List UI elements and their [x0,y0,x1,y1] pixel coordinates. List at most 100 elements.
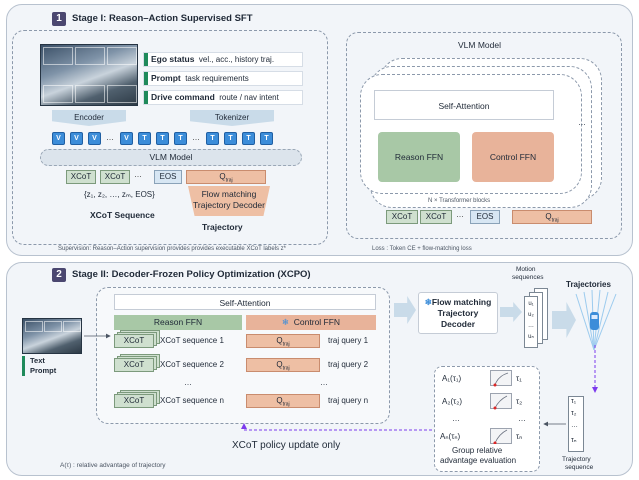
xcot-token-1: XCoT [66,170,96,184]
reason-ffn-box: Reason FFN [378,132,460,182]
row-n-query: traj query n [328,396,369,405]
tau-2: τ₂ [516,397,523,406]
plot-2 [490,393,512,409]
vlm-panel-title: VLM Model [458,40,501,50]
blocks-note: N × Transformer blocks [428,198,491,204]
motion-sequences-label-2: sequences [512,274,544,281]
vlm-model-bar: VLM Model [40,149,302,166]
advantage-legend: A(τ) : relative advantage of trajectory [60,462,166,469]
traj-seq-ellipsis: … [571,422,578,429]
encoder-banner: Encoder [52,110,126,126]
token-t-3: T [174,132,187,145]
row-1-seq: XCoT sequence 1 [160,336,224,345]
adv-n: Aₙ(τₙ) [440,432,461,441]
q-traj-token: Qtraj [186,170,266,184]
traj-seq-label-2: sequence [565,464,594,471]
stage2-camera-image [22,318,82,354]
adv-1: A₁(τ₁) [442,374,462,383]
vlm-xcot-1: XCoT [386,210,418,224]
trajectory-label: Trajectory [202,222,243,232]
sequence-math: {z₁, z₂, …, zₘ, EOS} [84,190,155,199]
token-ellipsis-2: … [192,133,200,142]
snowflake-icon: ❄ [281,317,290,327]
token-ellipsis-1: … [106,133,114,142]
vlm-xcot-2: XCoT [420,210,452,224]
supervision-note: Supervision: Reason–Action supervision p… [58,246,287,252]
token-t-2: T [156,132,169,145]
row-1-q: Qtraj [246,334,320,348]
loss-note: Loss : Token CE + flow-matching loss [372,246,472,252]
row-1-query: traj query 1 [328,336,369,345]
tokenizer-banner: Tokenizer [190,110,274,126]
xcot-token-2: XCoT [100,170,130,184]
trajectory-sequence-box [568,396,584,452]
motion-card-1: u₁ u₂ … uₙ [524,296,538,348]
stage2-title: Stage II: Decoder-Frozen Policy Optimiza… [72,269,311,280]
vlm-xcot-ellipsis: … [456,210,464,219]
row-n-q: Qtraj [246,394,320,408]
tau-1: τ₁ [516,374,522,383]
stage1-title: Stage I: Reason–Action Supervised SFT [72,13,253,24]
row-1-xcot: XCoT [114,334,154,348]
camera-image [40,44,138,106]
token-t-4: T [206,132,219,145]
decoder-snowflake-icon: ❄ [424,297,432,307]
token-t-5: T [224,132,237,145]
vlm-ellipsis: … [578,118,586,127]
motion-sequences-label-1: Motion [516,266,536,273]
tau-ellipsis: … [518,414,526,423]
flow-matching-decoder: Flow matching Trajectory Decoder [188,186,270,216]
stage1-left-region [12,30,328,245]
token-v-3: V [88,132,101,145]
rows-ellipsis-2: … [320,378,328,387]
control-ffn-box: Control FFN [472,132,554,182]
self-attention-box: Self-Attention [374,90,554,120]
drive-command-row: Drive command route / nav intent [143,90,303,105]
trajectories-label: Trajectories [566,280,611,289]
token-v-1: V [52,132,65,145]
traj-seq-2: τ₂ [571,410,577,417]
tau-n: τₙ [516,432,523,441]
traj-seq-label-1: Trajectory [562,456,591,463]
stage2-badge: 2 [52,268,66,282]
policy-update-label: XCoT policy update only [232,440,341,451]
adv-ellipsis: … [452,414,460,423]
rows-ellipsis-1: … [184,378,192,387]
vlm-q-traj: Qtraj [512,210,592,224]
stage2-control-ffn: ❄ Control FFN [246,315,376,330]
row-2-xcot: XCoT [114,358,154,372]
text-prompt-marker [22,356,25,376]
token-t-7: T [260,132,273,145]
plot-n [490,428,512,444]
xcot-sequence-label: XCoT Sequence [90,210,155,220]
group-eval-label-2: advantage evaluation [440,456,517,465]
stage2-self-attention: Self-Attention [114,294,376,310]
group-eval-label-1: Group relative [452,446,503,455]
row-2-query: traj query 2 [328,360,369,369]
adv-2: A₂(τ₂) [442,397,463,406]
row-2-q: Qtraj [246,358,320,372]
row-n-seq: XCoT sequence n [160,396,224,405]
ego-status-row: Ego status vel., acc., history traj. [143,52,303,67]
row-n-xcot: XCoT [114,394,154,408]
traj-seq-n: τₙ [571,437,577,444]
xcot-ellipsis: … [134,170,142,179]
token-t-6: T [242,132,255,145]
row-2-seq: XCoT sequence 2 [160,360,224,369]
trajectories-fan [575,290,617,350]
eos-token: EOS [154,170,182,184]
plot-1 [490,370,512,386]
decoder-to-motion-arrow [500,302,522,322]
plot-curves [493,372,509,444]
stage2-reason-ffn: Reason FFN [114,315,242,330]
token-t-1: T [138,132,151,145]
stage1-badge: 1 [52,12,66,26]
token-v-2: V [70,132,83,145]
vlm-eos: EOS [470,210,500,224]
stage2-flow-decoder: ❄Flow matching Trajectory Decoder [418,292,498,334]
token-v-4: V [120,132,133,145]
text-prompt-label-1: Text [30,356,45,365]
vlm-model-panel [346,32,622,239]
traj-seq-1: τ₁ [571,398,577,405]
text-prompt-label-2: Prompt [30,366,57,375]
